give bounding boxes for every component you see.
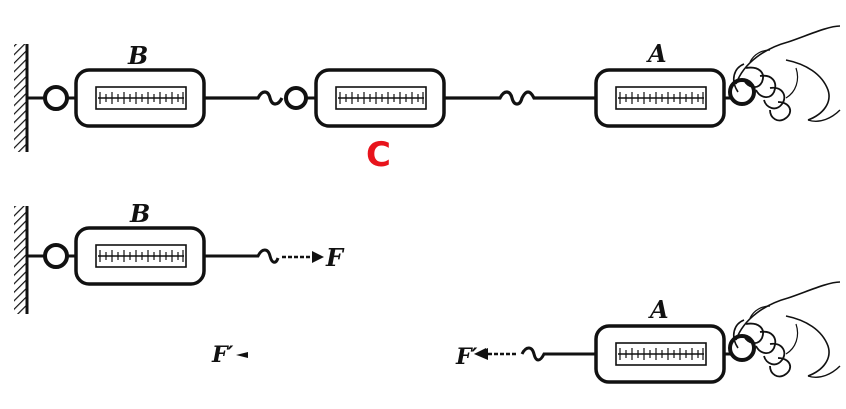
label-force-f: F: [325, 243, 345, 272]
force-arrow-icon: [282, 251, 324, 263]
label-force-f-prime-left: F′: [211, 342, 234, 368]
spring-scale-b-top: [76, 70, 204, 126]
top-row: B C A: [14, 25, 841, 175]
spring-scale-c: [316, 70, 444, 126]
wall-hatch-icon: [14, 206, 29, 314]
bottom-right-group: F′ A: [455, 281, 841, 382]
wall-hatch-icon: [14, 44, 29, 152]
force-arrow-icon: [474, 348, 518, 360]
label-a-top: A: [646, 39, 667, 68]
spring-scale-b-bottom: [76, 228, 204, 284]
hand-icon: [732, 281, 841, 379]
force-f-prime-left: F′: [211, 342, 248, 368]
label-b-top: B: [127, 41, 148, 70]
hand-icon: [732, 25, 841, 123]
bottom-left-group: B F: [14, 199, 345, 314]
label-c: C: [366, 135, 391, 175]
spring-scale-a-bottom: [596, 326, 724, 382]
label-b-bottom: B: [129, 199, 150, 228]
arrowhead-icon: [236, 352, 248, 358]
label-a-bottom: A: [648, 295, 669, 324]
spring-scale-a-top: [596, 70, 724, 126]
label-force-f-prime-right: F′: [455, 344, 478, 370]
